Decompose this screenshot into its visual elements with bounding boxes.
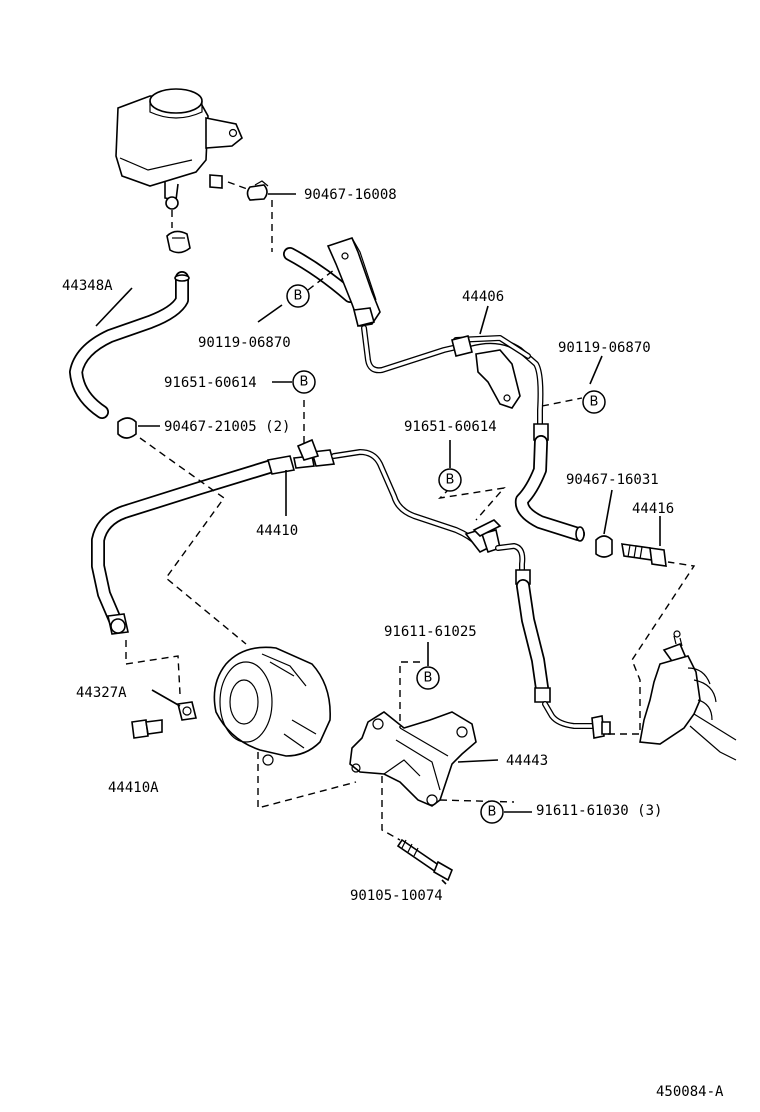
label-90467-16008: 90467-16008 bbox=[304, 187, 397, 203]
union-bolt-44410A bbox=[131, 719, 163, 739]
label-44327A: 44327A bbox=[76, 685, 127, 701]
label-90119-06870-left: 90119-06870 bbox=[198, 335, 291, 351]
marker-b-pump-bracket: B bbox=[416, 666, 440, 690]
marker-b-upper-right: B bbox=[582, 390, 606, 414]
label-44348A: 44348A bbox=[62, 278, 113, 294]
label-91611-61025: 91611-61025 bbox=[384, 624, 477, 640]
reservoir-hose-44348A bbox=[69, 271, 190, 419]
pump-bracket-44443 bbox=[349, 711, 477, 807]
svg-text:B: B bbox=[488, 805, 497, 820]
label-44443: 44443 bbox=[506, 753, 548, 769]
marker-b-mid-pipe: B bbox=[438, 468, 462, 492]
pressure-hose-44410 bbox=[91, 438, 611, 739]
marker-b-bracket-bolts: B bbox=[480, 800, 504, 824]
label-44410: 44410 bbox=[256, 523, 298, 539]
clamp-90467-21005 bbox=[117, 417, 137, 439]
label-44406: 44406 bbox=[462, 289, 504, 305]
union-adapter-44327A bbox=[177, 701, 197, 721]
label-91651-60614-mid: 91651-60614 bbox=[404, 419, 497, 435]
label-91651-60614-left: 91651-60614 bbox=[164, 375, 257, 391]
svg-text:B: B bbox=[446, 473, 455, 488]
clamp-90467-16008 bbox=[246, 180, 269, 201]
label-90105-10074: 90105-10074 bbox=[350, 888, 443, 904]
figure-id: 450084-A bbox=[656, 1084, 724, 1100]
svg-text:B: B bbox=[300, 375, 309, 390]
bolt-90105-10074 bbox=[396, 838, 454, 882]
label-44410A: 44410A bbox=[108, 780, 159, 796]
label-44416: 44416 bbox=[632, 501, 674, 517]
steering-gear-housing bbox=[639, 630, 737, 761]
svg-text:B: B bbox=[294, 289, 303, 304]
clamp-reservoir-outlet bbox=[166, 230, 191, 254]
label-90467-21005: 90467-21005 (2) bbox=[164, 419, 290, 435]
power-steering-pump bbox=[213, 646, 331, 766]
label-90119-06870-right: 90119-06870 bbox=[558, 340, 651, 356]
svg-text:B: B bbox=[424, 671, 433, 686]
union-bolt-44416 bbox=[621, 543, 667, 567]
clamp-90467-16031 bbox=[595, 535, 613, 558]
marker-b-left-pressure: B bbox=[292, 370, 316, 394]
label-90467-16031: 90467-16031 bbox=[566, 472, 659, 488]
return-tube-44406 bbox=[283, 237, 585, 542]
reservoir-tank bbox=[115, 88, 243, 210]
svg-text:B: B bbox=[590, 395, 599, 410]
marker-b-left-hose: B bbox=[286, 284, 310, 308]
label-91611-61030: 91611-61030 (3) bbox=[536, 803, 662, 819]
